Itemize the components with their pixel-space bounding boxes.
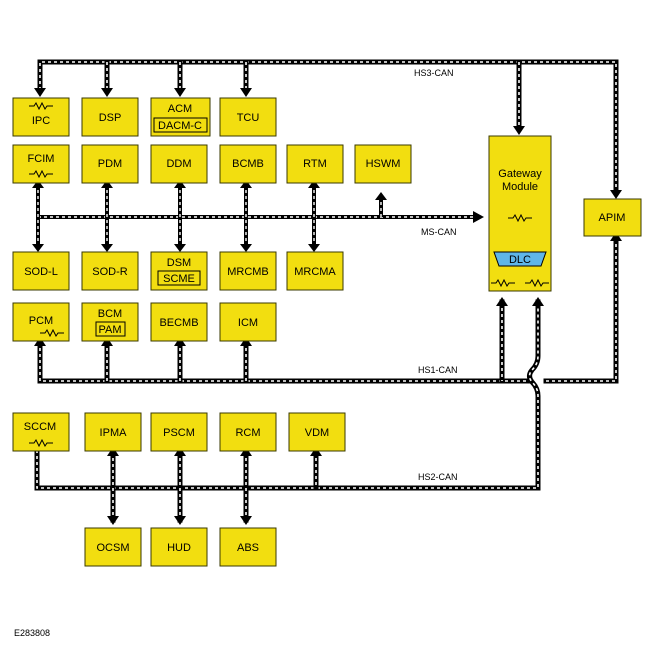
module-bcm[interactable]: BCM PAM — [81, 302, 139, 342]
module-label: MRCMA — [294, 266, 336, 278]
module-label: RTM — [303, 158, 327, 170]
module-label: PCM — [29, 315, 53, 327]
module-label: OCSM — [97, 542, 130, 554]
hs3-can-bus — [37, 59, 619, 195]
module-ocsm[interactable]: OCSM — [84, 527, 142, 567]
module-sod-r[interactable]: SOD-R — [81, 251, 139, 291]
module-dsm[interactable]: DSM SCME — [150, 251, 208, 291]
module-abs[interactable]: ABS — [219, 527, 277, 567]
hs2-can-bus — [34, 299, 541, 523]
module-label: BECMB — [159, 317, 198, 329]
module-label: TCU — [237, 112, 260, 124]
module-label: BCMB — [232, 158, 264, 170]
submodule-label: SCME — [163, 273, 195, 285]
module-acm[interactable]: ACM DACM-C — [150, 97, 211, 137]
module-tcu[interactable]: TCU — [219, 97, 277, 137]
module-label: APIM — [599, 212, 626, 224]
module-label: SOD-R — [92, 266, 128, 278]
module-hswm[interactable]: HSWM — [354, 144, 412, 184]
module-label: FCIM — [28, 153, 55, 165]
module-label: PDM — [98, 158, 122, 170]
module-label: SCCM — [24, 421, 56, 433]
module-label: VDM — [305, 427, 329, 439]
module-label: DSP — [99, 112, 122, 124]
module-mrcmb[interactable]: MRCMB — [219, 251, 277, 291]
module-pcm[interactable]: PCM — [12, 302, 70, 342]
figure-id: E283808 — [14, 628, 51, 638]
module-ipma[interactable]: IPMA — [84, 412, 142, 452]
module-bcmb[interactable]: BCMB — [219, 144, 277, 184]
gateway-label-line1: Gateway — [498, 168, 542, 180]
dlc-label: DLC — [509, 254, 531, 266]
gateway-label-line2: Module — [502, 181, 538, 193]
module-hud[interactable]: HUD — [150, 527, 208, 567]
module-pscm[interactable]: PSCM — [150, 412, 208, 452]
dlc-connector[interactable]: DLC — [493, 251, 547, 267]
ms-can-bus — [36, 184, 475, 248]
hs1-can-label: HS1-CAN — [418, 365, 458, 375]
module-label: DDM — [166, 158, 191, 170]
module-label: IPC — [32, 115, 50, 127]
module-label: HSWM — [366, 158, 401, 170]
module-label: BCM — [98, 308, 122, 320]
module-dsp[interactable]: DSP — [81, 97, 139, 137]
hs2-can-label: HS2-CAN — [418, 472, 458, 482]
module-ipc[interactable]: IPC — [12, 97, 70, 137]
module-label: RCM — [235, 427, 260, 439]
module-label: SOD-L — [24, 266, 58, 278]
module-sod-l[interactable]: SOD-L — [12, 251, 70, 291]
module-label: DSM — [167, 257, 191, 269]
hs1-can-bus — [37, 234, 619, 384]
gateway-module[interactable]: Gateway Module DLC — [488, 135, 552, 292]
module-label: MRCMB — [227, 266, 269, 278]
submodule-label: DACM-C — [158, 120, 202, 132]
module-apim[interactable]: APIM — [583, 198, 642, 237]
module-icm[interactable]: ICM — [219, 302, 277, 342]
module-sccm[interactable]: SCCM — [12, 412, 70, 452]
module-vdm[interactable]: VDM — [288, 412, 346, 452]
module-label: PSCM — [163, 427, 195, 439]
module-fcim[interactable]: FCIM — [12, 144, 70, 184]
module-label: ACM — [168, 103, 192, 115]
module-label: HUD — [167, 542, 191, 554]
module-ddm[interactable]: DDM — [150, 144, 208, 184]
module-becmb[interactable]: BECMB — [150, 302, 208, 342]
module-label: ABS — [237, 542, 259, 554]
module-rtm[interactable]: RTM — [286, 144, 344, 184]
ms-can-label: MS-CAN — [421, 227, 457, 237]
module-label: IPMA — [100, 427, 128, 439]
module-label: ICM — [238, 317, 258, 329]
hs3-can-label: HS3-CAN — [414, 68, 454, 78]
module-pdm[interactable]: PDM — [81, 144, 139, 184]
submodule-label: PAM — [98, 324, 121, 336]
module-rcm[interactable]: RCM — [219, 412, 277, 452]
module-mrcma[interactable]: MRCMA — [286, 251, 344, 291]
